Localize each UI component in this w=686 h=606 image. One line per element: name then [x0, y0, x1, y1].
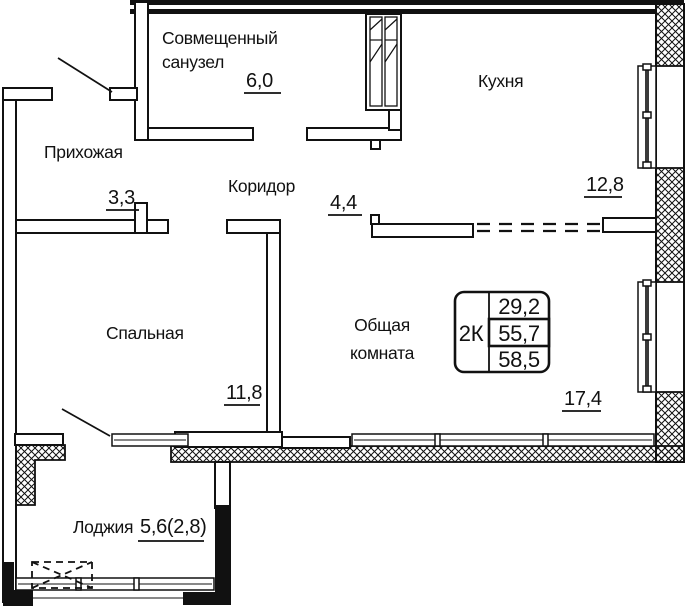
doors: [57, 57, 113, 437]
bathroom-label-line1: Совмещенный: [162, 28, 278, 48]
wall-right-hatch-mid: [655, 167, 685, 283]
info-table: 2К 29,2 55,7 58,5: [453, 290, 551, 374]
wall-left-band: [2, 87, 17, 603]
wall-loggia-bottom-left-step1: [3, 562, 14, 592]
bathroom-label-line2: санузел: [162, 52, 224, 72]
interior-walls: [2, 1, 657, 606]
vent-diagonal: [384, 18, 398, 31]
escape-hatch-box: [31, 561, 93, 589]
apartment-area-total: 55,7: [498, 321, 540, 346]
window-mullion: [434, 433, 441, 447]
vent-channel: [369, 16, 383, 107]
door-frame-tab: [370, 139, 381, 150]
wall-bathroom-bottom-right: [306, 127, 402, 141]
kitchen-living-boundary: [477, 222, 601, 233]
bathroom-area: 6,0: [246, 70, 273, 92]
kitchen-area: 12,8: [586, 174, 624, 196]
wall-bathroom-left: [134, 1, 149, 141]
window-mullion: [542, 433, 549, 447]
wall-bottom-hatch: [170, 445, 685, 463]
loggia-door-swing: [61, 408, 111, 437]
kitchen-label: Кухня: [478, 71, 523, 91]
living-area: 17,4: [564, 388, 602, 410]
window-tick: [642, 63, 652, 71]
entrance-door-swing: [57, 57, 113, 93]
wall-right-hatch-top: [655, 3, 685, 67]
room-labels: Совмещенный санузел 6,0 Прихожая 3,3 Кор…: [44, 28, 624, 542]
wall-kitchen-living-stub: [602, 217, 657, 233]
wall-loggia-right-upper: [214, 461, 231, 509]
wall-top-inner: [130, 9, 684, 14]
wall-corridor-living: [371, 223, 474, 238]
total-area-with-loggia: 58,5: [498, 347, 540, 372]
vent-diagonal: [369, 43, 383, 63]
info-table-middle-row-box: [487, 317, 551, 348]
wall-loggia-right-lower: [215, 505, 231, 604]
loggia-label: Лоджия: [73, 517, 133, 537]
loggia-hatch-symbol: [31, 561, 93, 589]
vent-diagonal: [369, 18, 383, 31]
wall-bottom-block-b: [281, 436, 351, 449]
wall-loggia-corner-hatch: [15, 444, 66, 506]
window-tick: [642, 385, 652, 393]
door-frame-tab-2: [370, 214, 380, 225]
window-tick: [642, 161, 652, 169]
apartment-type: 2К: [459, 321, 484, 346]
wall-bedroom-bottom-left: [14, 433, 64, 446]
windows: [15, 63, 657, 599]
wall-entrance-stub: [2, 87, 53, 101]
wall-bathroom-bottom-left: [147, 127, 254, 141]
vent-shaft: [365, 13, 402, 111]
window-tick: [642, 111, 652, 119]
bedroom-label: Спальная: [106, 323, 184, 343]
loggia-area: 5,6(2,8): [140, 516, 207, 538]
hallway-area: 3,3: [108, 187, 135, 209]
escape-hatch-diagonal: [31, 561, 93, 589]
wall-bedroom-living-divider: [266, 232, 281, 435]
wall-corridor-bedroom: [226, 219, 281, 234]
living-area-total: 29,2: [498, 294, 540, 319]
corridor-label: Коридор: [228, 176, 295, 196]
wall-jamb-block: [146, 219, 169, 234]
wall-top-outer: [130, 0, 684, 5]
wall-entrance-jamb: [109, 87, 138, 101]
vent-diagonal: [384, 43, 398, 63]
living-label-line1: Общая: [354, 315, 410, 335]
window-tick: [642, 279, 652, 287]
wall-hallway-bedroom: [15, 219, 136, 234]
vent-channel: [384, 16, 398, 107]
window-mullion: [133, 577, 140, 591]
hallway-label: Прихожая: [44, 142, 123, 162]
wall-door-pillar: [134, 202, 148, 234]
bedroom-area: 11,8: [226, 382, 262, 404]
living-label-line2: комната: [350, 343, 415, 363]
wall-bottom-block-a: [174, 431, 283, 448]
window-tick: [642, 333, 652, 341]
escape-hatch-diagonal: [31, 561, 93, 589]
corridor-area: 4,4: [330, 192, 357, 214]
